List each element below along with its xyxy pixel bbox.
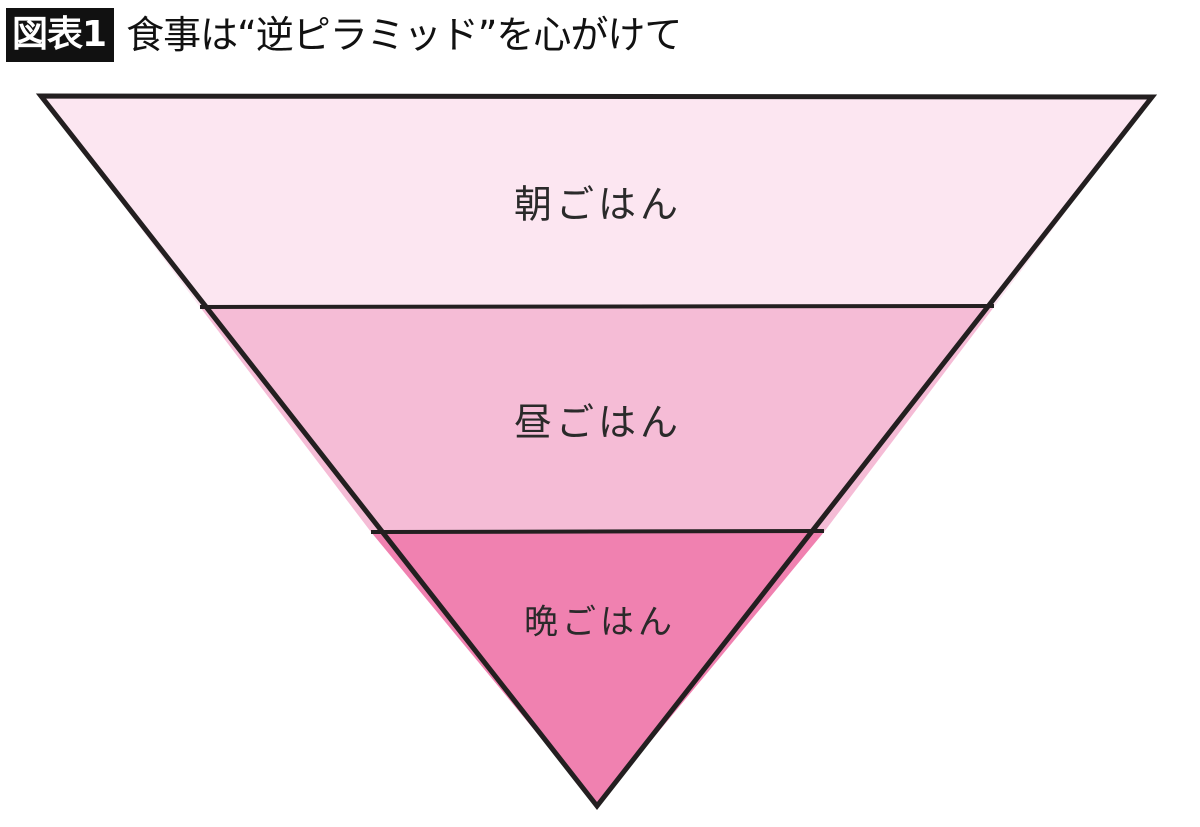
- pyramid-level-breakfast: [41, 96, 1152, 307]
- level-label-dinner: 晩ごはん: [524, 603, 676, 643]
- level-label-lunch: 昼ごはん: [514, 401, 682, 445]
- level-label-breakfast: 朝ごはん: [514, 183, 682, 227]
- pyramid-outline: [35, 93, 1158, 811]
- pyramid-level-lunch: [200, 307, 994, 532]
- figure-header: 図表1 食事は“逆ピラミッド”を心がけて: [6, 8, 682, 62]
- figure-number-badge: 図表1: [6, 8, 115, 62]
- divider-line-2: [370, 529, 825, 534]
- figure-title: 食事は“逆ピラミッド”を心がけて: [126, 13, 682, 57]
- pyramid-level-dinner: [371, 532, 824, 806]
- divider-line-1: [199, 304, 995, 309]
